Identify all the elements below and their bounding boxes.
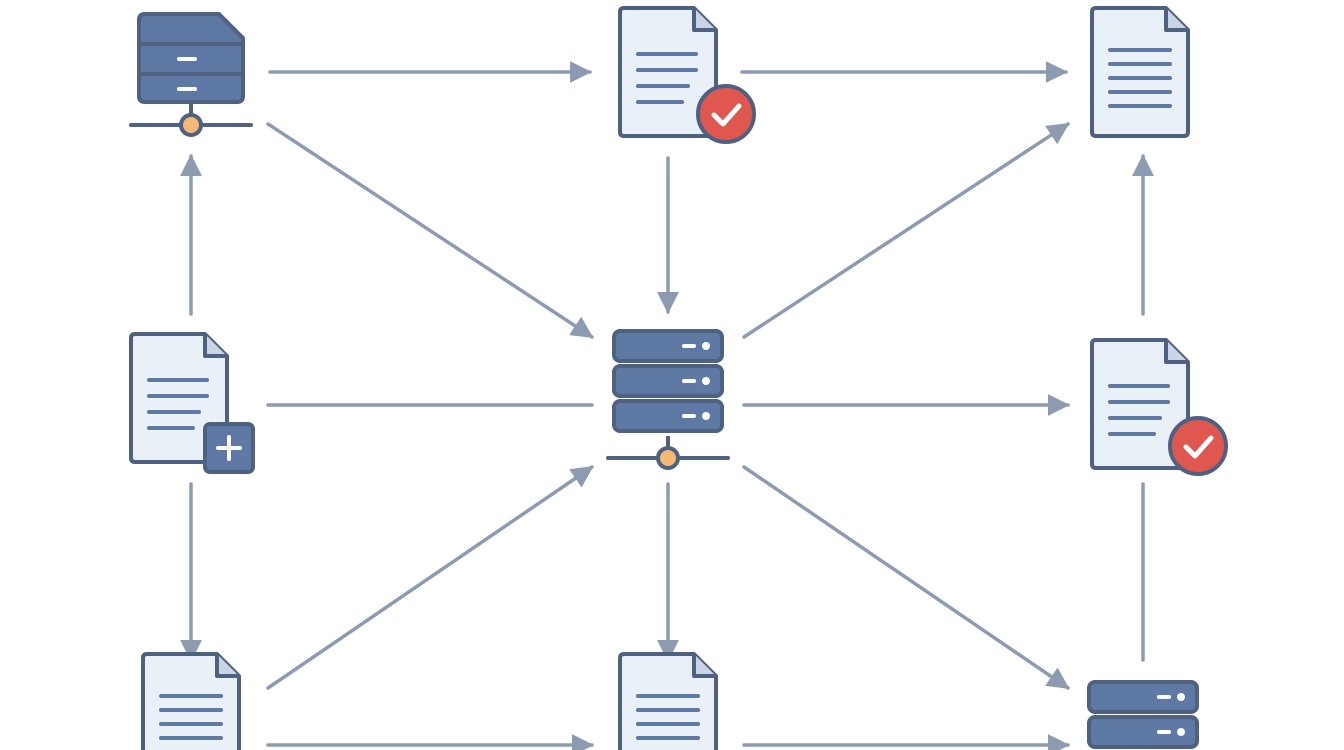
node-top-center-document-check-icon <box>618 6 756 144</box>
node-top-right-document-icon <box>1090 6 1190 138</box>
edge-middle-center-to-bottom-right <box>742 465 1070 690</box>
node-middle-right-document-check-icon <box>1090 338 1228 476</box>
edges <box>180 61 1154 750</box>
check-badge-icon <box>1168 416 1228 476</box>
edge-top-left-to-middle-center <box>266 122 594 339</box>
node-middle-center-server-rack-network-icon <box>606 329 730 470</box>
node-top-left-network-storage-icon <box>129 12 253 137</box>
check-badge-icon <box>696 84 756 144</box>
nodes <box>129 6 1228 750</box>
node-bottom-left-document-icon <box>141 652 241 750</box>
node-bottom-center-document-icon <box>618 652 718 750</box>
plus-badge-icon <box>203 422 255 474</box>
edge-middle-center-to-top-right <box>742 122 1070 339</box>
edge-bottom-left-to-middle-center <box>266 465 594 690</box>
node-middle-left-document-add-icon <box>129 332 255 474</box>
node-bottom-right-server-rack-icon <box>1087 680 1199 749</box>
